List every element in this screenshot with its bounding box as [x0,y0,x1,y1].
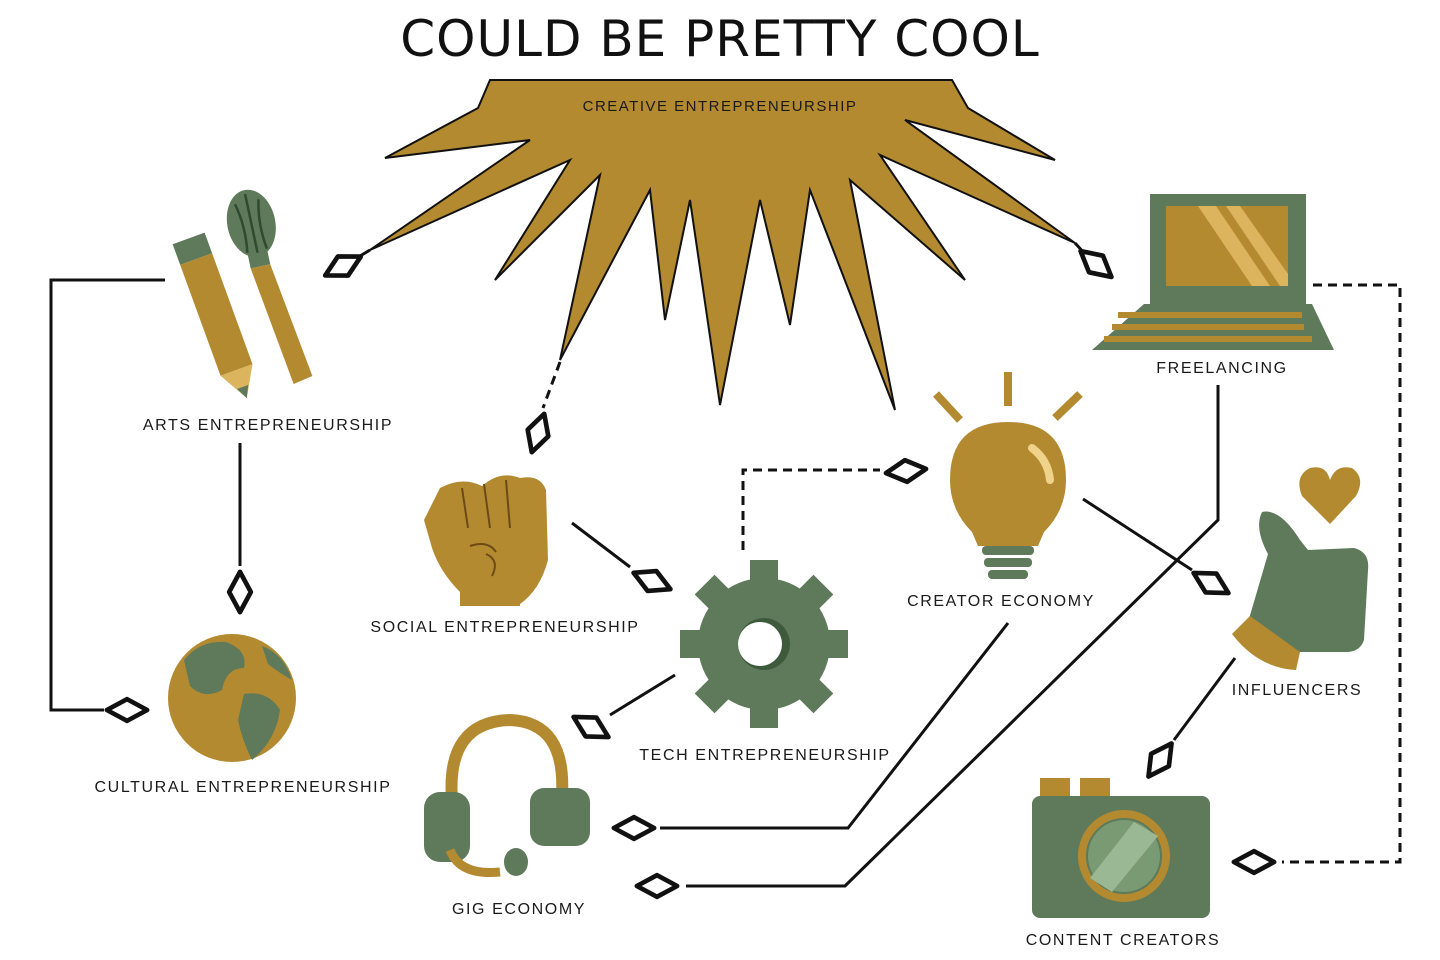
camera-icon [1032,778,1210,918]
hub-label: CREATIVE ENTREPRENEURSHIP [583,98,858,115]
globe-icon [168,634,296,762]
connector-creator-influencers [1082,497,1193,572]
cultural-label: CULTURAL ENTREPRENEURSHIP [95,779,392,796]
creator-label: CREATOR ECONOMY [907,593,1095,610]
tech-label: TECH ENTREPRENEURSHIP [639,747,890,764]
headset-icon [424,713,590,878]
freelancing-label: FREELANCING [1156,360,1287,377]
connector-influencers-content [1172,657,1237,741]
pencil-and-paintbrush-icon [172,189,313,399]
connector-arts-cultural-bracket [49,278,165,712]
thumbs-up-heart-icon [1232,467,1369,670]
connector-freelancing-gig [686,385,1220,888]
arts-label: ARTS ENTREPRENEURSHIP [143,417,393,434]
influencers-label: INFLUENCERS [1232,682,1363,699]
connector-social-tech [571,521,631,569]
connector-creator-gig [660,622,1010,830]
connector-tech-creator [741,468,880,550]
connector-tech-gig [609,673,676,717]
connector-hub-social [541,361,562,409]
gig-label: GIG ECONOMY [452,901,586,918]
hub-splat [369,79,1076,411]
connector-freelancing-content [1282,283,1402,864]
diagram-title: COULD BE PRETTY COOL [400,10,1040,68]
raised-fist-icon [424,475,548,606]
laptop-icon [1092,194,1334,350]
gear-icon [680,560,848,728]
social-label: SOCIAL ENTREPRENEURSHIP [370,619,639,636]
lightbulb-icon [933,372,1083,579]
content-label: CONTENT CREATORS [1026,932,1221,949]
